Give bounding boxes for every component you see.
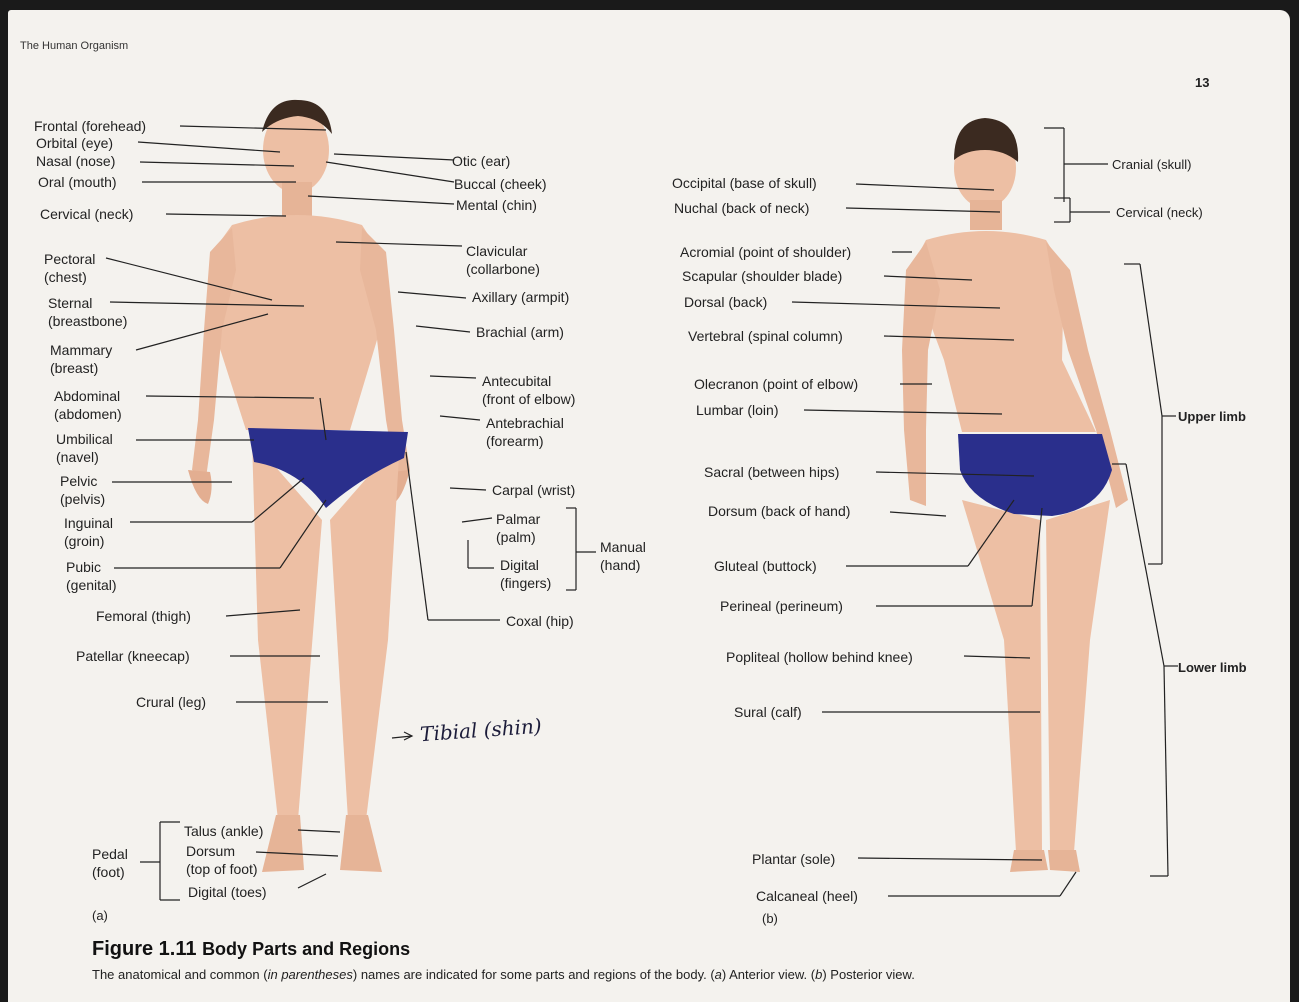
caption-part: ) Anterior view. ( xyxy=(722,967,815,982)
label-patellar: Patellar (kneecap) xyxy=(76,647,190,665)
label-oral: Oral (mouth) xyxy=(38,173,117,191)
figure-caption-text: The anatomical and common (in parenthese… xyxy=(92,967,915,982)
label-lumbar: Lumbar (loin) xyxy=(696,401,778,419)
label-orbital: Orbital (eye) xyxy=(36,134,113,152)
label-antebrachial: Antebrachial (forearm) xyxy=(486,414,564,450)
label-perineal: Perineal (perineum) xyxy=(720,597,843,615)
label-nuchal: Nuchal (back of neck) xyxy=(674,199,809,217)
label-pubic: Pubic (genital) xyxy=(66,558,117,594)
label-mammary: Mammary (breast) xyxy=(50,341,112,377)
figure-caption-title: Figure 1.11 Body Parts and Regions xyxy=(92,938,410,961)
caption-part: ) names are indicated for some parts and… xyxy=(353,967,715,982)
caption-part: ) Posterior view. xyxy=(822,967,914,982)
label-nasal: Nasal (nose) xyxy=(36,152,115,170)
label-cranial: Cranial (skull) xyxy=(1112,156,1191,174)
caption-italic: in parentheses xyxy=(268,967,353,982)
label-sural: Sural (calf) xyxy=(734,703,802,721)
label-abdominal: Abdominal (abdomen) xyxy=(54,387,122,423)
label-pedal: Pedal (foot) xyxy=(92,845,128,881)
label-digital-toes: Digital (toes) xyxy=(188,883,267,901)
label-gluteal: Gluteal (buttock) xyxy=(714,557,817,575)
page-number: 13 xyxy=(1195,75,1209,90)
figure-number: Figure 1.11 xyxy=(92,938,197,960)
label-cervical-anterior: Cervical (neck) xyxy=(40,205,133,223)
label-antecubital: Antecubital (front of elbow) xyxy=(482,372,575,408)
posterior-figure xyxy=(902,118,1128,872)
label-sternal: Sternal (breastbone) xyxy=(48,294,127,330)
label-buccal: Buccal (cheek) xyxy=(454,175,547,193)
label-brachial: Brachial (arm) xyxy=(476,323,564,341)
label-pectoral: Pectoral (chest) xyxy=(44,250,95,286)
label-frontal: Frontal (forehead) xyxy=(34,117,146,135)
label-calcaneal: Calcaneal (heel) xyxy=(756,887,858,905)
label-coxal: Coxal (hip) xyxy=(506,612,574,630)
label-popliteal: Popliteal (hollow behind knee) xyxy=(726,648,913,666)
anterior-figure xyxy=(188,100,410,872)
label-pelvic: Pelvic (pelvis) xyxy=(60,472,105,508)
label-lower-limb: Lower limb xyxy=(1178,659,1247,677)
label-otic: Otic (ear) xyxy=(452,152,510,170)
label-palmar: Palmar (palm) xyxy=(496,510,540,546)
label-mental: Mental (chin) xyxy=(456,196,537,214)
label-dorsum-foot: Dorsum (top of foot) xyxy=(186,842,258,878)
label-inguinal: Inguinal (groin) xyxy=(64,514,113,550)
label-clavicular: Clavicular (collarbone) xyxy=(466,242,540,278)
label-vertebral: Vertebral (spinal column) xyxy=(688,327,843,345)
label-acromial: Acromial (point of shoulder) xyxy=(680,243,851,261)
running-head: The Human Organism xyxy=(20,40,128,52)
label-cervical-posterior: Cervical (neck) xyxy=(1116,204,1203,222)
label-plantar: Plantar (sole) xyxy=(752,850,835,868)
label-dorsal: Dorsal (back) xyxy=(684,293,767,311)
panel-tag-b: (b) xyxy=(762,911,778,926)
label-axillary: Axillary (armpit) xyxy=(472,288,569,306)
label-olecranon: Olecranon (point of elbow) xyxy=(694,375,858,393)
label-dorsum-hand: Dorsum (back of hand) xyxy=(708,502,850,520)
label-sacral: Sacral (between hips) xyxy=(704,463,839,481)
panel-tag-a: (a) xyxy=(92,908,108,923)
label-occipital: Occipital (base of skull) xyxy=(672,174,817,192)
label-digital-fingers: Digital (fingers) xyxy=(500,556,551,592)
label-carpal: Carpal (wrist) xyxy=(492,481,575,499)
label-manual: Manual (hand) xyxy=(600,538,646,574)
label-umbilical: Umbilical (navel) xyxy=(56,430,113,466)
label-upper-limb: Upper limb xyxy=(1178,408,1246,426)
label-talus: Talus (ankle) xyxy=(184,822,263,840)
caption-part: The anatomical and common ( xyxy=(92,967,268,982)
label-crural: Crural (leg) xyxy=(136,693,206,711)
label-femoral: Femoral (thigh) xyxy=(96,607,191,625)
label-scapular: Scapular (shoulder blade) xyxy=(682,267,842,285)
figure-title: Body Parts and Regions xyxy=(202,939,410,959)
caption-italic: a xyxy=(715,967,722,982)
